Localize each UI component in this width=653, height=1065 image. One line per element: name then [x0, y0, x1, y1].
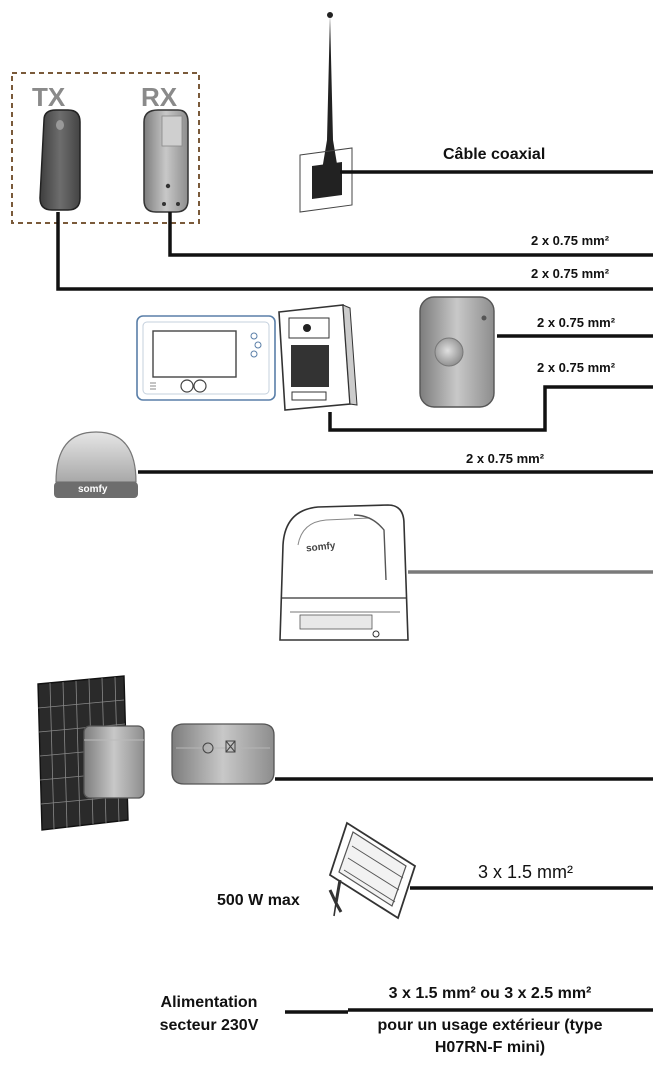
video-cable-label: 2 x 0.75 mm²: [537, 360, 616, 375]
tx-photocell: [39, 109, 81, 211]
beacon-cable-label: 2 x 0.75 mm²: [466, 451, 545, 466]
video-cable: [328, 385, 653, 432]
mains-cable-label-2: pour un usage extérieur (type: [377, 1017, 603, 1034]
rx-cable-label: 2 x 0.75 mm²: [531, 233, 610, 248]
backup-battery: [171, 723, 275, 785]
rx-cable: [168, 212, 653, 257]
solar-battery-box: [83, 725, 145, 799]
rx-label: RX: [141, 82, 178, 112]
coax-label: Câble coaxial: [443, 146, 546, 163]
rx-photocell: [143, 109, 189, 213]
mains-cable-label-1: 3 x 1.5 mm² ou 3 x 2.5 mm²: [388, 985, 592, 1002]
lamp-power-label: 500 W max: [217, 892, 300, 909]
beacon-brand: somfy: [78, 484, 108, 495]
light-cable-label: 2 x 0.75 mm²: [537, 315, 616, 330]
gate-motor: [279, 504, 409, 641]
orange-beacon: [54, 431, 138, 498]
tx-cable-label: 2 x 0.75 mm²: [531, 266, 610, 281]
lamp-cable-label: 3 x 1.5 mm²: [478, 862, 574, 882]
antenna: [299, 12, 353, 213]
tx-cable: [56, 212, 653, 291]
floodlight: [328, 821, 417, 920]
door-station: [278, 304, 358, 411]
mains-label-1: Alimentation: [160, 994, 258, 1011]
mains-cable-label-3: H07RN-F mini): [434, 1039, 546, 1056]
mains-label-2: secteur 230V: [159, 1017, 259, 1034]
photocell-frame: [11, 72, 200, 224]
video-monitor: [136, 315, 276, 401]
courtesy-light: [419, 296, 495, 408]
tx-label: TX: [32, 82, 66, 112]
